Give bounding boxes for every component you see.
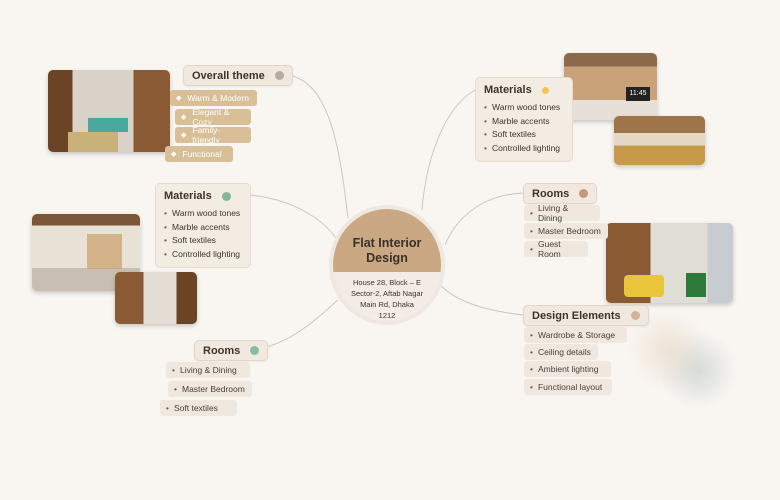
list-item: Warm wood tones: [164, 207, 242, 221]
overall-theme-node[interactable]: Overall theme: [183, 65, 293, 86]
rooms-left-node[interactable]: Rooms: [194, 340, 269, 361]
design-item[interactable]: Ceiling details: [524, 344, 598, 360]
bedroom-image: [614, 116, 705, 165]
living-room-2-image: [115, 272, 197, 324]
status-dot-icon: [274, 71, 284, 80]
theme-item[interactable]: Warm & Modern: [170, 90, 257, 106]
room-item[interactable]: Master Bedroom: [168, 381, 252, 397]
room-item[interactable]: Living & Dining: [524, 203, 600, 223]
status-dot-icon: [579, 189, 589, 198]
status-dot-icon: [221, 191, 231, 201]
theme-item[interactable]: Family-friendly: [175, 125, 251, 145]
living-room-image: [48, 70, 170, 152]
watercolor-decoration: [620, 310, 740, 410]
tv-clock: 11:45: [626, 87, 650, 101]
list-item: Warm wood tones: [484, 101, 564, 115]
room-item[interactable]: Living & Dining: [166, 362, 250, 378]
list-item: Controlled lighting: [164, 248, 242, 262]
list-item: Marble accents: [164, 221, 242, 235]
central-topic[interactable]: Flat Interior Design House 28, Block – E…: [329, 205, 445, 325]
status-dot-icon: [541, 86, 549, 94]
node-title: Rooms: [203, 344, 241, 357]
node-title: Overall theme: [192, 69, 265, 82]
node-title: Materials: [164, 190, 212, 202]
design-item[interactable]: Functional layout: [524, 379, 612, 395]
design-elements-node[interactable]: Design Elements: [523, 305, 649, 326]
room-item[interactable]: Master Bedroom: [524, 223, 608, 239]
list-item: Controlled lighting: [484, 142, 564, 156]
status-dot-icon: [630, 311, 640, 320]
materials-left-node[interactable]: Materials Warm wood tones Marble accents…: [155, 183, 251, 268]
theme-item[interactable]: Elegant & Cozy: [175, 107, 251, 127]
address-line: 1212: [378, 311, 396, 320]
node-title: Materials: [484, 84, 532, 96]
address-line: House 28, Block – E: [353, 278, 421, 287]
tv-lounge-image: 11:45: [564, 53, 657, 120]
status-dot-icon: [250, 346, 260, 355]
room-item[interactable]: Soft textiles: [160, 400, 237, 416]
design-item[interactable]: Wardrobe & Storage: [524, 327, 627, 343]
node-title: Design Elements: [532, 309, 621, 322]
rooms-right-node[interactable]: Rooms: [523, 183, 598, 204]
guest-room-image: [606, 223, 733, 303]
list-item: Soft textiles: [484, 128, 564, 142]
theme-item[interactable]: Functional: [165, 146, 233, 162]
list-item: Marble accents: [484, 115, 564, 129]
node-title: Rooms: [532, 187, 570, 200]
materials-right-node[interactable]: Materials Warm wood tones Marble accents…: [475, 77, 573, 162]
address-line: Main Rd, Dhaka: [360, 300, 414, 309]
design-item[interactable]: Ambient lighting: [524, 361, 611, 377]
central-title: Flat Interior Design: [333, 209, 441, 272]
list-item: Soft textiles: [164, 234, 242, 248]
room-item[interactable]: Guest Room: [524, 239, 588, 259]
address-line: Sector-2, Aftab Nagar: [350, 289, 424, 298]
